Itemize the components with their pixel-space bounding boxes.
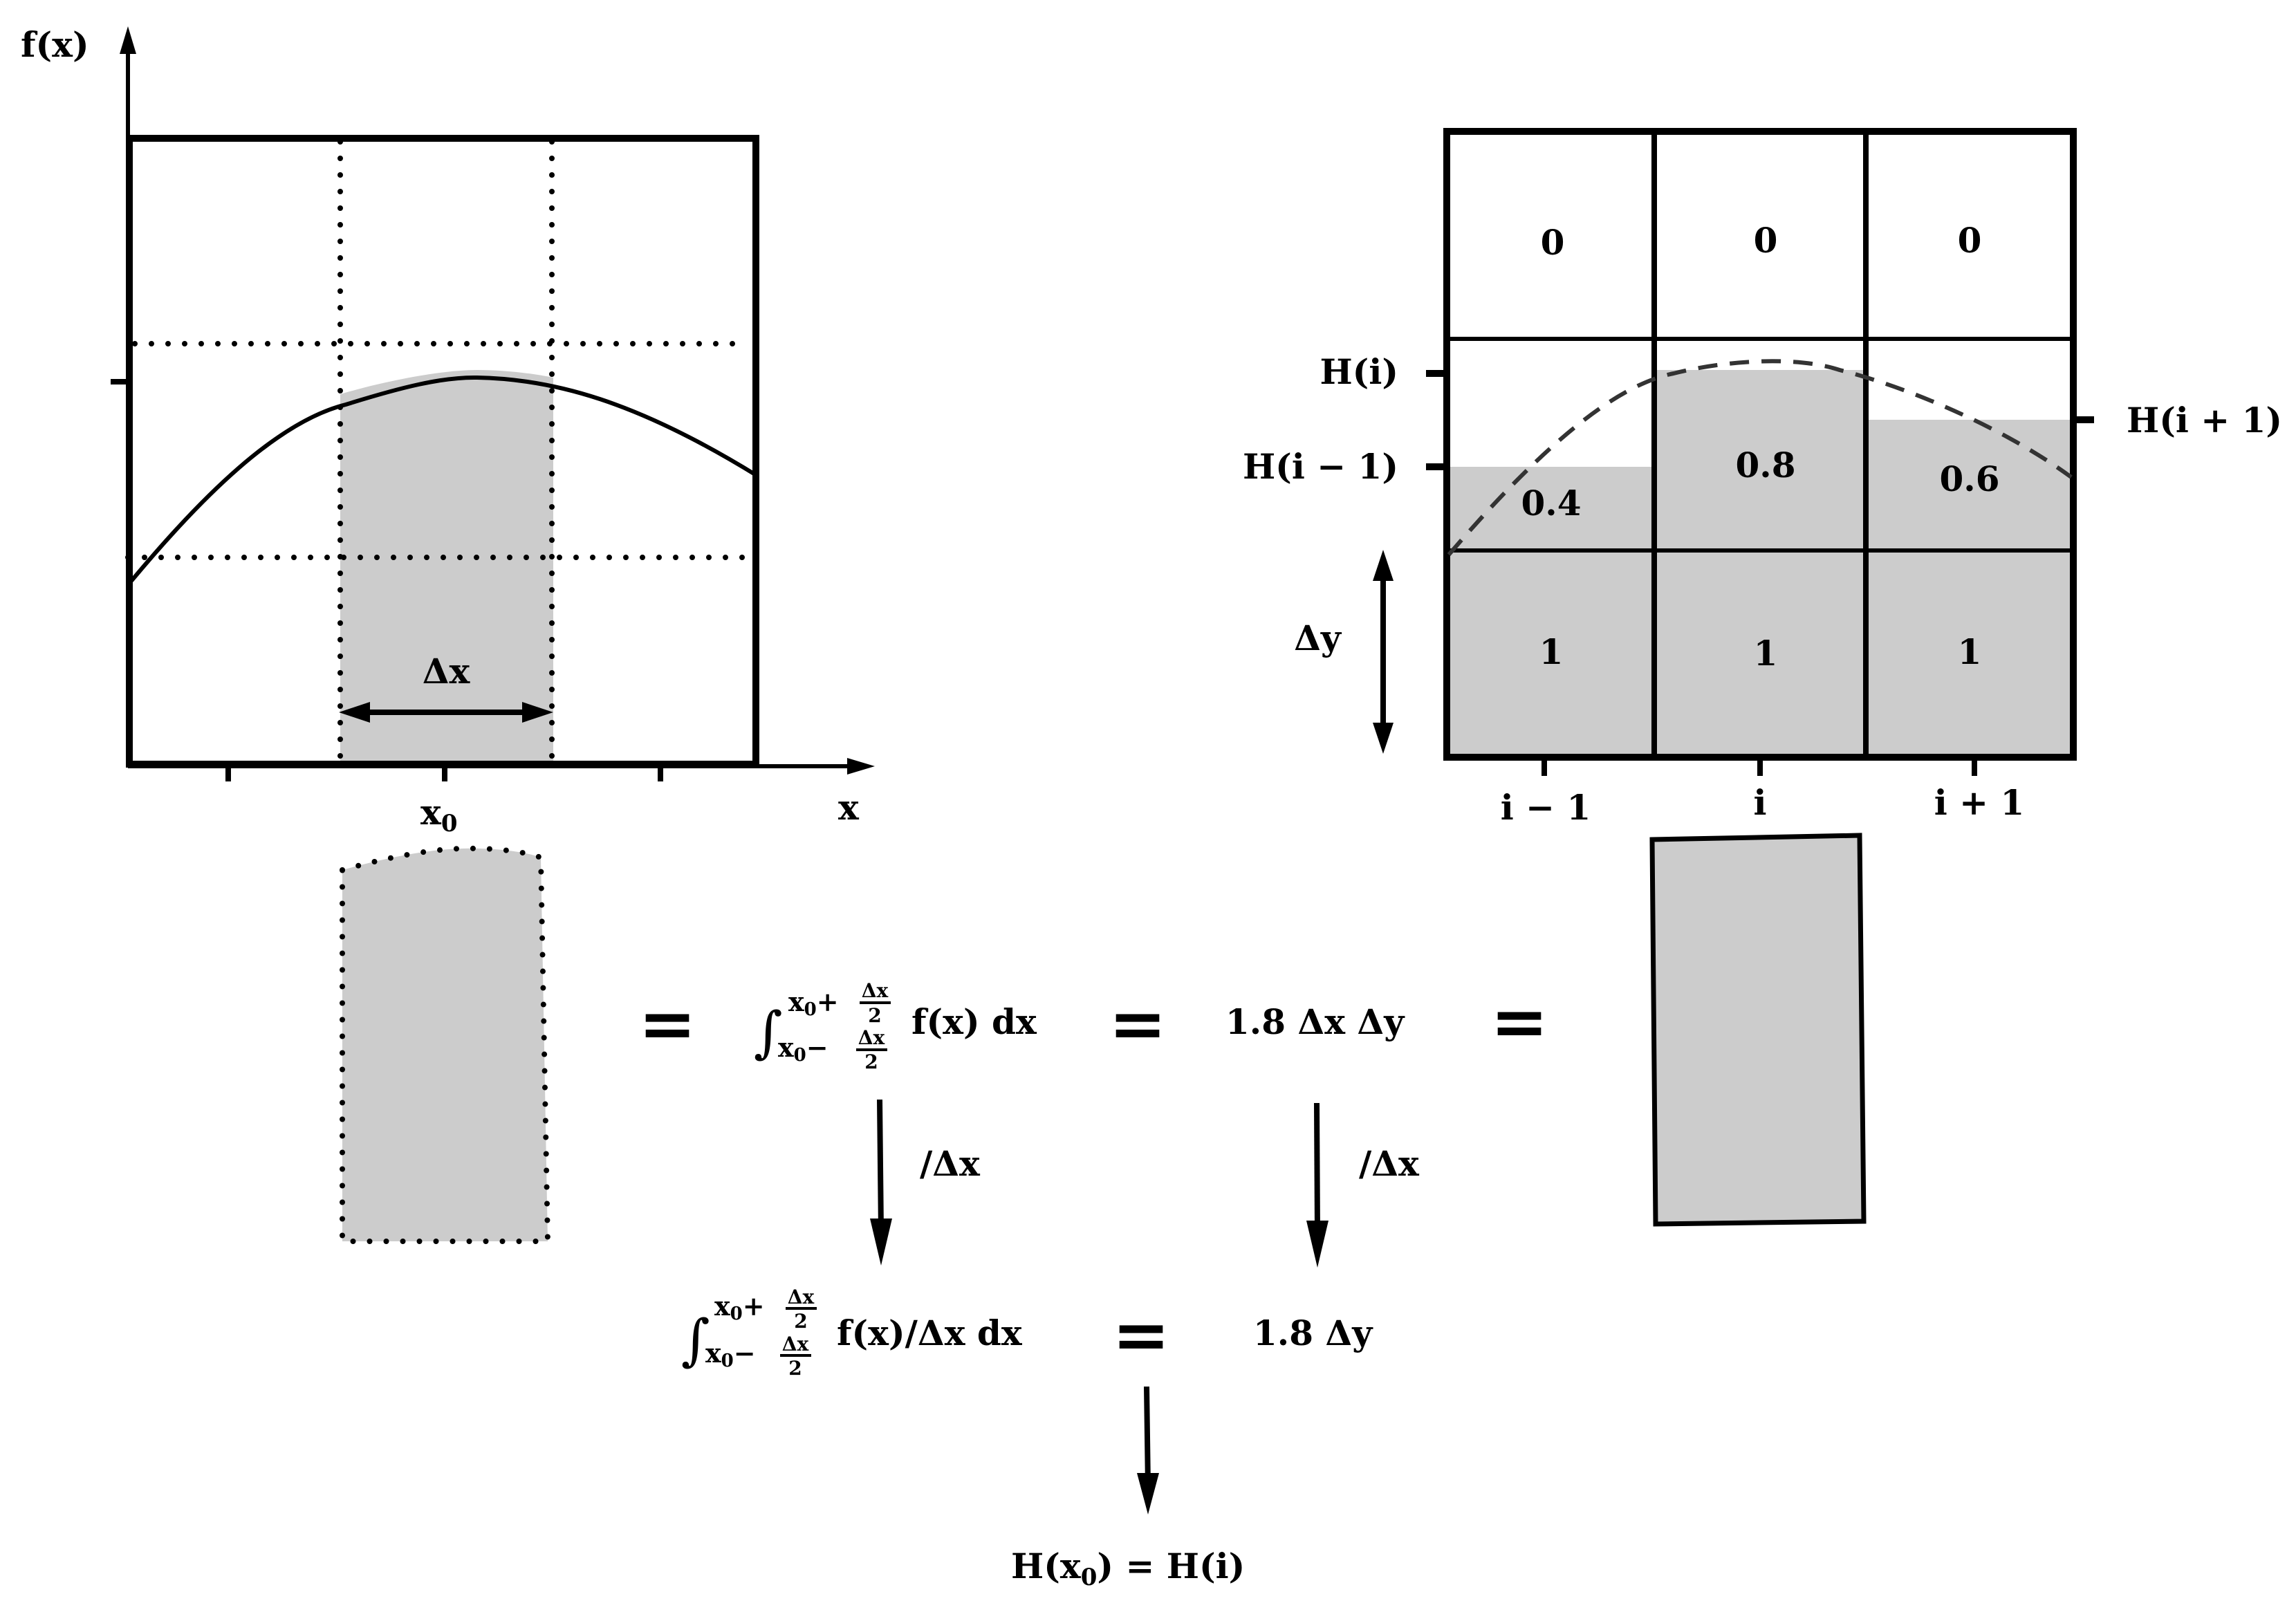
integrand-divided: f(x)/Δx dx: [837, 1313, 1023, 1353]
divide-label-right: /Δx: [1359, 1143, 1420, 1184]
function-plot: Δx f(x) x x0: [21, 24, 875, 837]
delta-y-double-arrow: [1373, 550, 1394, 754]
column-label-i-plus-1: i + 1: [1934, 782, 2025, 823]
lower-x: x: [778, 1032, 794, 1063]
level-label-h-i: H(i): [1320, 351, 1398, 392]
equals-sign-3: =: [1490, 981, 1548, 1062]
upper-sub: 0: [804, 999, 817, 1020]
dotted-area-shape: [340, 845, 551, 1244]
integral-expression: ∫ x0+ Δx 2 x0− Δx 2 f(x) dx: [754, 979, 1037, 1073]
upper-op: +: [817, 986, 839, 1017]
upper-x: x: [788, 986, 804, 1017]
lower2-frac-den: 2: [788, 1357, 802, 1380]
lower-op: −: [806, 1032, 828, 1063]
delta-x-label: Δx: [423, 651, 471, 692]
x0-main: x: [420, 792, 442, 833]
x0-tick-label: x0: [420, 792, 457, 837]
final-lhs: H(x: [1011, 1546, 1082, 1586]
divide-arrow-left: [870, 1099, 892, 1266]
integral-lower-limit: x0−: [778, 1032, 828, 1066]
final-result: H(x0) = H(i): [1011, 1546, 1245, 1591]
integral-sign-icon: ∫: [754, 1000, 783, 1064]
column-label-i-minus-1: i − 1: [1501, 787, 1591, 828]
shaded-area-under-curve: [340, 370, 553, 764]
level-label-h-i-minus-1: H(i − 1): [1243, 446, 1398, 487]
upper2-frac-num: Δx: [788, 1286, 815, 1308]
cell-r1-c0: 0.4: [1521, 483, 1582, 523]
histogram-grid: 0 0 0 0.4 0.8 0.6 1 1 1 H(i) H(i − 1) H(…: [1243, 128, 2282, 828]
result-right: 1.8 Δy: [1253, 1313, 1373, 1353]
cell-r1-c1: 0.8: [1736, 445, 1796, 485]
equation-area: = ∫ x0+ Δx 2 x0− Δx 2 f(x) dx = 1.8 Δx Δ…: [340, 833, 1867, 1591]
cell-values: 0 0 0 0.4 0.8 0.6 1 1 1: [1521, 220, 2000, 674]
integral-2-upper-limit: x0+: [714, 1290, 765, 1324]
equals-sign-1: =: [638, 983, 696, 1064]
x-axis-ticks: [225, 766, 663, 781]
cell-r0-c2: 0: [1958, 220, 1982, 261]
lower-frac-num: Δx: [858, 1026, 885, 1049]
grid-lines: [1443, 128, 2077, 761]
equals-sign-2: =: [1109, 983, 1167, 1064]
upper2-frac-den: 2: [794, 1310, 807, 1333]
upper2-sub: 0: [730, 1304, 743, 1324]
divide-arrow-right: [1306, 1102, 1328, 1268]
x-axis-arrow-icon: [847, 758, 875, 775]
integrand: f(x) dx: [911, 1001, 1037, 1042]
x-axis-label: x: [838, 787, 860, 828]
lower-sub: 0: [794, 1045, 806, 1066]
dotted-gridlines: [125, 139, 759, 763]
product-expression: 1.8 Δx Δy: [1225, 1001, 1405, 1042]
integral-divided-expression: ∫ x0+ Δx 2 x0− Δx 2 f(x)/Δx dx: [681, 1286, 1023, 1380]
final-arrow: [1137, 1386, 1159, 1514]
delta-y-label: Δy: [1294, 618, 1342, 658]
cell-r2-c0: 1: [1539, 631, 1564, 672]
delta-x-double-arrow: [339, 702, 553, 723]
gray-histogram-rectangle: [1649, 833, 1867, 1227]
lower2-x: x: [705, 1337, 721, 1369]
lower2-op: −: [734, 1337, 756, 1369]
column-label-i: i: [1754, 782, 1767, 823]
column-ticks: [1542, 757, 1977, 776]
integral-sign-2-icon: ∫: [681, 1308, 710, 1372]
y-axis-arrow-icon: [120, 26, 136, 54]
final-rhs: ) = H(i): [1097, 1546, 1245, 1586]
lower-frac-den: 2: [864, 1050, 878, 1073]
level-label-h-i-plus-1: H(i + 1): [2127, 400, 2282, 441]
lower2-sub: 0: [721, 1351, 734, 1371]
upper-frac-den: 2: [868, 1004, 881, 1027]
x0-subscript: 0: [441, 810, 458, 837]
equals-sign-4: =: [1112, 1294, 1170, 1375]
cell-r1-c2: 0.6: [1940, 458, 2000, 499]
level-ticks: [1426, 370, 2094, 470]
upper2-op: +: [743, 1290, 765, 1322]
divide-label-left: /Δx: [920, 1143, 981, 1184]
integral-2-lower-limit: x0−: [705, 1337, 756, 1371]
cell-r0-c1: 0: [1754, 220, 1778, 261]
shaded-fills: [1447, 370, 2073, 757]
integral-upper-limit: x0+: [788, 986, 839, 1020]
cell-r0-c0: 0: [1541, 222, 1565, 263]
function-curve: [129, 375, 759, 582]
y-axis-label: f(x): [21, 24, 89, 65]
upper-frac-num: Δx: [862, 979, 889, 1002]
lower2-frac-num: Δx: [782, 1333, 809, 1355]
upper2-x: x: [714, 1290, 730, 1322]
cell-r2-c2: 1: [1958, 631, 1982, 672]
final-lhs-sub: 0: [1081, 1564, 1098, 1591]
cell-r2-c1: 1: [1754, 633, 1778, 674]
